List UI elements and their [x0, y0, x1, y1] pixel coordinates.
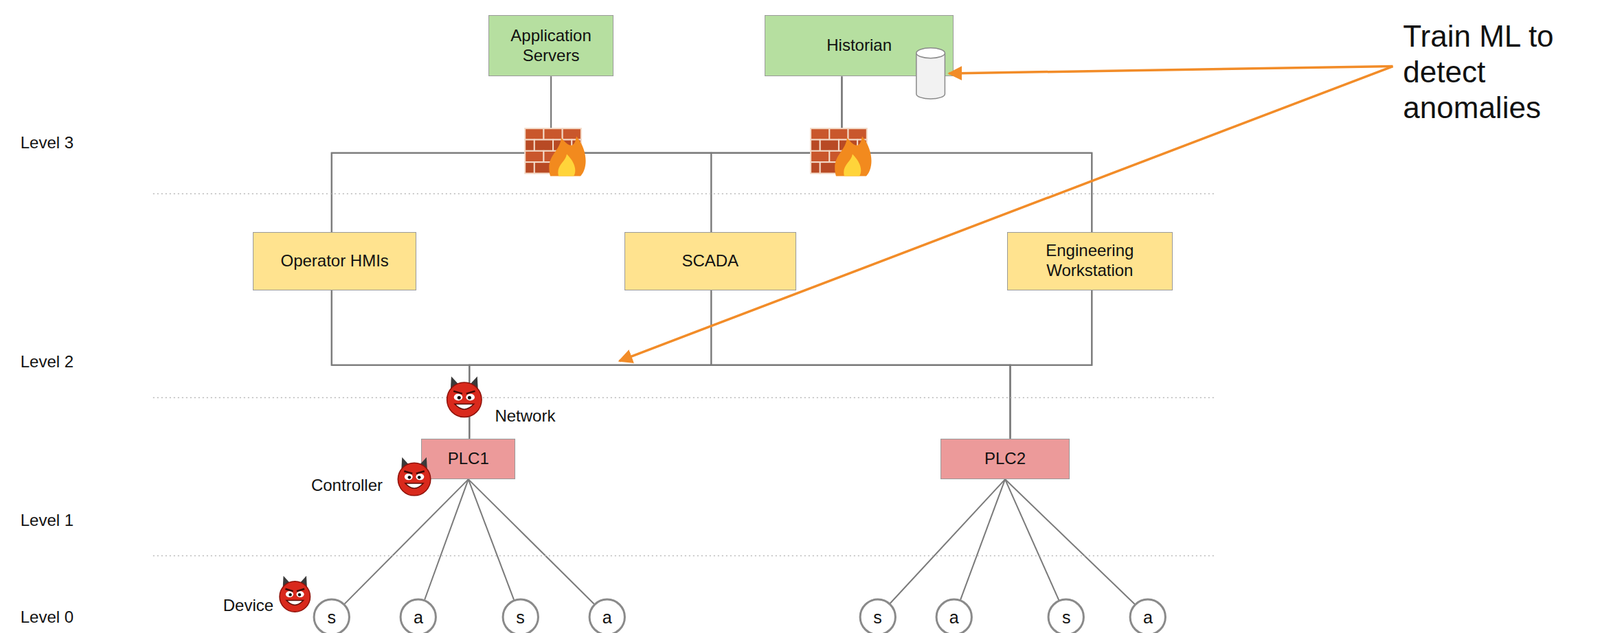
signal-letter: a	[949, 607, 960, 628]
box-label: PLC1	[447, 449, 490, 470]
network-link	[1005, 479, 1059, 601]
hmi-box: Operator HMIs	[252, 232, 417, 291]
circle-shape	[313, 599, 349, 633]
actuator-circle: a	[935, 599, 973, 633]
signal-letter: a	[602, 607, 613, 628]
circle-shape	[1048, 599, 1084, 633]
attack-label: Device	[223, 596, 274, 616]
level-divider	[153, 397, 1215, 400]
network-link	[711, 76, 842, 233]
workstation-box: Engineering Workstation	[1007, 232, 1174, 291]
box-label: Engineering Workstation	[1011, 241, 1169, 281]
sensor-circle: s	[1047, 599, 1085, 633]
callout-note: Train ML to detect anomalies	[1402, 18, 1596, 126]
box-label: Historian	[826, 35, 892, 56]
actuator-circle: a	[1129, 599, 1166, 633]
box-label: Operator HMIs	[280, 251, 389, 272]
level-label: Level 2	[20, 352, 74, 372]
level-label: Level 0	[20, 607, 74, 627]
attack-label: Controller	[311, 476, 383, 496]
firewall-icon	[524, 128, 586, 176]
circle-shape	[589, 599, 625, 633]
network-link	[890, 479, 1006, 604]
network-link	[469, 290, 1092, 439]
sensor-circle: s	[502, 599, 539, 633]
network-link	[841, 76, 1092, 233]
signal-letter: a	[1143, 607, 1153, 628]
sensor-circle: s	[859, 599, 896, 633]
network-link	[344, 479, 469, 605]
circle-shape	[502, 599, 538, 633]
network-link	[550, 76, 712, 233]
network-link	[331, 290, 470, 439]
signal-letter: s	[515, 607, 525, 628]
level-label: Level 1	[20, 510, 74, 530]
network-link	[424, 479, 469, 600]
leader-arrow	[619, 66, 1394, 362]
network-link	[331, 290, 1011, 439]
signal-letter: a	[413, 607, 424, 628]
database-icon	[916, 48, 946, 99]
plc-box: PLC1	[421, 438, 516, 480]
level-label: Level 3	[20, 133, 74, 153]
network-link	[550, 76, 1092, 233]
circle-shape	[936, 599, 972, 633]
attacker-icon	[397, 457, 431, 497]
historian-box: Historian	[764, 15, 954, 77]
circle-shape	[400, 599, 436, 633]
network-link	[468, 479, 595, 605]
attacker-icon	[447, 376, 483, 418]
box-label: SCADA	[681, 251, 739, 272]
level-divider	[153, 193, 1215, 195]
actuator-circle: a	[588, 599, 626, 633]
sensor-circle: s	[313, 599, 350, 633]
box-label: PLC2	[984, 449, 1026, 470]
signal-letter: s	[1062, 607, 1072, 628]
firewall-icon	[810, 128, 872, 176]
network-link	[469, 290, 712, 439]
signal-letter: s	[327, 607, 336, 628]
circle-shape	[860, 599, 896, 633]
box-label: Application Servers	[493, 26, 609, 66]
leader-arrow	[948, 66, 1393, 74]
actuator-circle: a	[399, 599, 437, 633]
level-divider	[153, 555, 1215, 558]
network-link	[468, 479, 514, 601]
network-link	[1005, 479, 1135, 605]
attacker-icon	[279, 576, 311, 613]
server-box: Application Servers	[488, 15, 614, 77]
attack-label: Network	[494, 406, 556, 426]
network-link	[331, 76, 551, 233]
network-link	[960, 479, 1006, 600]
network-link	[711, 290, 1010, 439]
network-link	[1009, 290, 1092, 439]
scada-box: SCADA	[624, 232, 797, 291]
plc-box: PLC2	[940, 438, 1069, 480]
circle-shape	[1130, 599, 1166, 633]
signal-letter: s	[873, 607, 883, 628]
network-link	[331, 76, 843, 233]
